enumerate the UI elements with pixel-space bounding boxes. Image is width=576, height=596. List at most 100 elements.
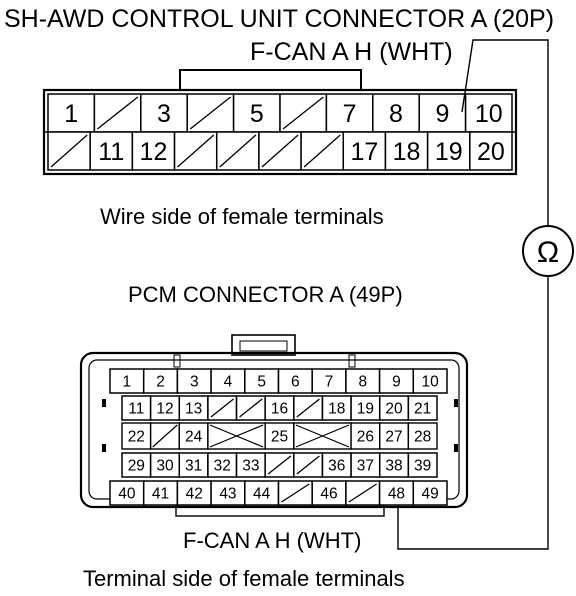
terminal-label: 8 (389, 100, 403, 128)
terminal-44: 44 (244, 480, 280, 506)
terminal-label: 30 (156, 458, 174, 475)
pcm-probe-label: F-CAN A H (WHT) (183, 528, 361, 553)
terminal-13: 13 (178, 395, 209, 421)
terminal-21: 21 (407, 395, 438, 421)
terminal-39: 39 (407, 452, 438, 478)
blank-slash (267, 455, 292, 475)
terminal-38: 38 (378, 452, 410, 478)
empty-terminal (186, 93, 235, 133)
empty-terminal (149, 422, 180, 450)
terminal-label: 11 (128, 401, 144, 418)
terminal-label: 19 (435, 138, 463, 166)
terminal-label: 27 (385, 429, 402, 446)
terminal-3: 3 (176, 368, 212, 394)
terminal-label: 38 (385, 458, 402, 475)
terminal-label: 29 (128, 458, 145, 475)
terminal-12: 12 (149, 395, 181, 421)
blank-slash (189, 96, 232, 130)
blank-slash (282, 96, 324, 130)
ohm-symbol: Ω (537, 236, 559, 269)
terminal-label: 46 (320, 486, 337, 503)
terminal-5: 5 (244, 368, 280, 394)
terminal-19: 19 (426, 131, 471, 171)
blank-slash (296, 455, 320, 475)
terminal-label: 31 (185, 458, 202, 475)
terminal-label: 20 (385, 401, 403, 418)
terminal-label: 6 (291, 374, 300, 391)
pcm-connector-caption: Terminal side of female terminals (83, 566, 405, 591)
terminal-1: 1 (47, 93, 96, 133)
empty-terminal (47, 131, 91, 171)
terminal-label: 9 (392, 374, 401, 391)
terminal-label: 28 (414, 429, 431, 446)
terminal-36: 36 (321, 452, 352, 478)
terminal-31: 31 (178, 452, 209, 478)
terminal-label: 9 (435, 100, 449, 128)
blank-slash (152, 424, 178, 448)
terminal-33: 33 (235, 452, 266, 478)
terminal-49: 49 (412, 480, 448, 506)
terminal-label: 42 (186, 486, 203, 503)
terminal-label: 18 (328, 401, 345, 418)
terminal-label: 2 (156, 374, 165, 391)
empty-terminal (277, 480, 313, 506)
top-connector-lock-tab (179, 69, 362, 92)
meter-lead-bottom (397, 276, 549, 550)
terminal-17: 17 (342, 131, 387, 171)
terminal-32: 32 (207, 452, 238, 478)
blank-slash (50, 134, 88, 168)
terminal-24: 24 (178, 422, 209, 450)
terminal-29: 29 (121, 452, 152, 478)
terminal-30: 30 (149, 452, 181, 478)
terminal-label: 5 (257, 374, 266, 391)
terminal-10: 10 (412, 368, 448, 394)
terminal-label: 25 (271, 429, 288, 446)
terminal-3: 3 (140, 93, 188, 133)
terminal-label: 43 (219, 486, 236, 503)
terminal-label: 19 (357, 401, 374, 418)
terminal-label: 13 (185, 401, 202, 418)
pcm-connector-title: PCM CONNECTOR A (49P) (128, 282, 403, 307)
terminal-label: 39 (414, 458, 431, 475)
terminal-label: 49 (422, 486, 439, 503)
empty-terminal (207, 395, 238, 421)
terminal-16: 16 (264, 395, 295, 421)
empty-terminal (93, 93, 142, 133)
terminal-10: 10 (464, 93, 513, 133)
ohmmeter-circuit: Ω (397, 39, 574, 550)
terminal-9: 9 (418, 93, 467, 133)
terminal-label: 37 (357, 458, 374, 475)
ohmmeter-icon (522, 225, 574, 277)
blank-slash (296, 398, 320, 418)
terminal-18: 18 (321, 395, 352, 421)
terminal-41: 41 (142, 480, 179, 506)
empty-terminal (258, 131, 302, 171)
terminal-12: 12 (131, 131, 176, 171)
terminal-label: 16 (271, 401, 288, 418)
empty-terminal (293, 422, 352, 450)
terminal-8: 8 (372, 93, 420, 133)
empty-terminal (345, 480, 381, 506)
terminal-label: 7 (325, 374, 334, 391)
terminal-label: 32 (214, 458, 231, 475)
terminal-label: 24 (185, 429, 203, 446)
terminal-label: 40 (118, 486, 136, 503)
terminal-label: 11 (98, 138, 124, 166)
terminal-label: 1 (64, 100, 78, 128)
blank-slash (96, 96, 139, 130)
terminal-label: 3 (157, 100, 171, 128)
meter-lead-top (461, 39, 549, 226)
empty-terminal (300, 131, 345, 171)
empty-terminal (293, 452, 324, 478)
terminal-label: 7 (343, 100, 357, 128)
top-connector-title: SH-AWD CONTROL UNIT CONNECTOR A (20P) (4, 5, 554, 33)
blank-slash (281, 483, 310, 503)
terminal-27: 27 (379, 422, 410, 450)
empty-terminal (215, 131, 260, 171)
terminal-label: 41 (152, 486, 169, 503)
